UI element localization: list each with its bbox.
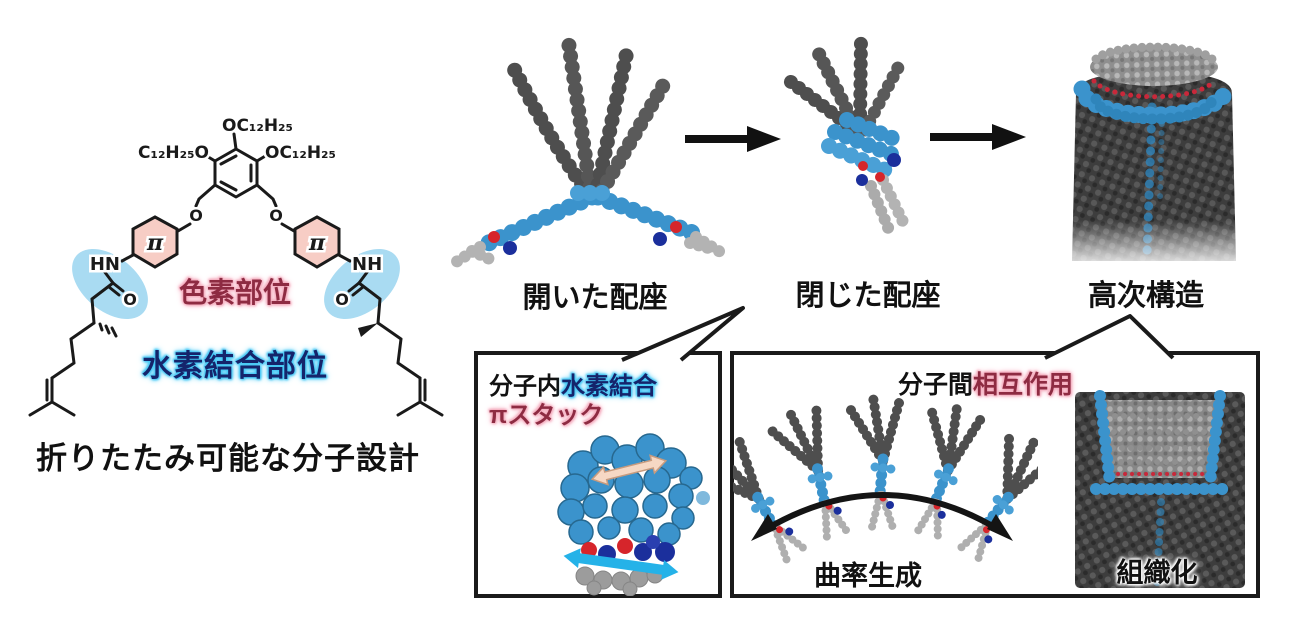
pointer-fill (1045, 316, 1173, 358)
oxygen-ring-dots (1091, 78, 1217, 100)
flow-arrow-1 (685, 126, 781, 152)
top-alkoxy-label: OC₁₂H₂₅ (222, 116, 293, 136)
benzene-ring (213, 147, 259, 199)
blue-sphere-cluster (557, 433, 703, 546)
curvature-fan-model (733, 383, 1038, 583)
title-prefix: 分子内 (489, 373, 561, 400)
open-conformation-model (450, 31, 728, 268)
bottom-fade (1066, 220, 1246, 280)
pi-symbol-left: π (146, 230, 164, 256)
amine-right-label: NH (352, 254, 382, 275)
tail-double-bonds (45, 376, 427, 404)
higher-order-structure-model (1066, 42, 1246, 280)
organization-slab-model (1075, 390, 1245, 588)
pi-stack-model (557, 433, 710, 596)
heteroatoms (488, 221, 682, 255)
light-alkyl-tails (865, 174, 911, 236)
dark-alkyl-chains (504, 31, 676, 201)
closed-conformation-label: 閉じた配座 (795, 280, 941, 312)
alpha-chain-bonds (90, 281, 382, 325)
closed-conformation-model (776, 33, 911, 236)
ether-oxygen-left: O (189, 206, 203, 225)
hexagon-to-n-bonds (120, 253, 352, 263)
amine-left-label: HN (90, 254, 120, 275)
curvature-label: 曲率生成 (814, 561, 922, 591)
n-c-bonds (102, 269, 370, 285)
alkoxy-bonds (203, 132, 269, 163)
pointer-outline (1044, 314, 1175, 360)
hydrogen-bond-site-label: 水素結合部位 (142, 350, 328, 383)
blue-frame (1090, 390, 1230, 495)
light-alkyl-tails (450, 231, 728, 268)
column-top-cap (1090, 48, 1218, 86)
benzylic-bonds (194, 183, 278, 208)
title-prefix: 分子間 (898, 371, 974, 399)
pi-stack-subtitle: πスタック (489, 402, 604, 429)
carbonyl-double-bonds (107, 281, 365, 297)
right-alkoxy-label: OC₁₂H₂₅ (265, 143, 336, 163)
bold-wedge-right (358, 323, 378, 337)
pi-hexagons (131, 215, 341, 269)
arrow-head-left (751, 514, 777, 541)
stacking-rows (1109, 413, 1211, 465)
open-conformation-label: 開いた配座 (522, 282, 668, 314)
intermolecular-box-title: 分子間相互作用 (898, 365, 1073, 401)
molecule-fan (733, 397, 1038, 576)
intramolecular-callout-pointer (621, 306, 745, 362)
carbonyl-oxygen-left: O (123, 290, 137, 309)
hydrogen-bond-arrow (563, 548, 679, 580)
ether-to-hexagon-bonds (176, 222, 296, 233)
pi-hexagon-right (293, 215, 341, 269)
bond-network (28, 132, 444, 417)
higher-order-structure-label: 高次構造 (1087, 280, 1205, 312)
molecular-structure-drawing: OC₁₂H₂₅ C₁₂H₂₅O OC₁₂H₂₅ O O HN NH O O π … (28, 114, 444, 417)
intramolecular-box-title: 分子内水素結合 (489, 366, 657, 401)
flow-arrow-2 (930, 124, 1026, 150)
intermolecular-callout-pointer (1044, 314, 1175, 360)
title-highlight: 水素結合 (561, 373, 657, 400)
side-sphere (696, 491, 710, 505)
arrow-head (747, 126, 781, 152)
slab-top-face (1103, 400, 1217, 478)
pi-symbol-right: π (308, 230, 326, 256)
hashed-wedge-left (98, 322, 118, 338)
title-highlight: 相互作用 (973, 371, 1074, 399)
folded-blue-core (821, 112, 905, 178)
foldable-design-caption: 折りたたみ可能な分子設計 (36, 441, 420, 476)
heteroatoms (856, 153, 901, 186)
benzene-double-bonds (219, 154, 253, 192)
atom-labels: OC₁₂H₂₅ C₁₂H₂₅O OC₁₂H₂₅ O O HN NH O O π … (87, 114, 384, 312)
pointer-outline (621, 306, 745, 362)
pigment-site-label: 色素部位 (178, 277, 292, 308)
gem-dimethyl-bonds (28, 400, 444, 417)
arrow-head-right (987, 514, 1013, 541)
left-alkoxy-label: C₁₂H₂₅O (138, 143, 209, 163)
arrow-head (992, 124, 1026, 150)
organization-label: 組織化 (1116, 558, 1198, 588)
ether-oxygen-right: O (269, 206, 283, 225)
carbonyl-oxygen-right: O (335, 290, 349, 309)
tail-chain-bonds (50, 321, 422, 380)
pi-hexagon-left (131, 215, 179, 269)
curvature-arrow (751, 492, 1013, 541)
blue-core-stripe (1153, 498, 1165, 588)
pi-stack-arrow (590, 454, 668, 486)
